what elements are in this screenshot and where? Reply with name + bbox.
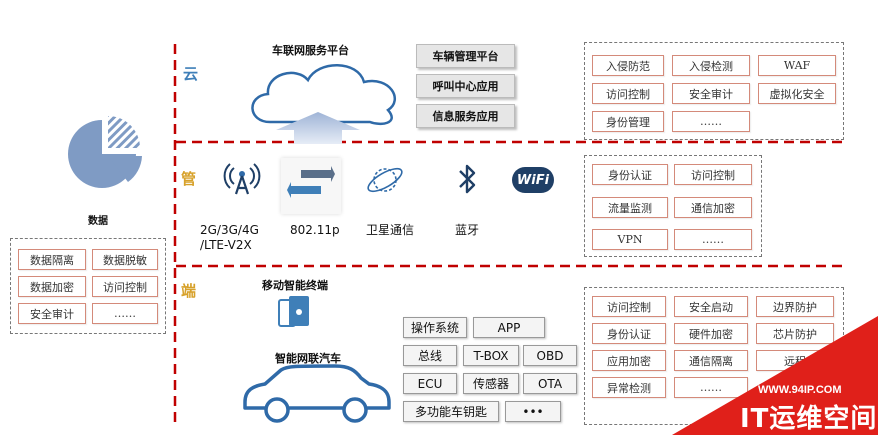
cloud-icon bbox=[251, 64, 396, 126]
end-sec-more: …… bbox=[674, 377, 748, 398]
car-comp-app: APP bbox=[473, 317, 545, 338]
uplink-arrow bbox=[276, 112, 360, 144]
pipe-sec-traffic-monitor: 流量监测 bbox=[592, 197, 668, 218]
bluetooth-icon bbox=[459, 164, 476, 194]
end-sec-anomaly-detection: 异常检测 bbox=[592, 377, 666, 398]
cloud-sec-intrusion-detection: 入侵检测 bbox=[672, 55, 750, 76]
end-sec-secure-boot: 安全启动 bbox=[674, 296, 748, 317]
pipe-sec-authentication: 身份认证 bbox=[592, 164, 668, 185]
pipe-security-panel bbox=[584, 155, 762, 257]
watermark-brand: IT运维空间 bbox=[740, 404, 878, 434]
tier-label-pipe: 管 bbox=[181, 170, 197, 188]
tier-label-end: 端 bbox=[181, 282, 197, 300]
data-isolation: 数据隔离 bbox=[18, 249, 86, 270]
cellular-antenna-icon bbox=[223, 163, 261, 195]
data-encryption: 数据加密 bbox=[18, 276, 86, 297]
data-section-title: 数据 bbox=[88, 216, 108, 227]
net-label-bluetooth: 蓝牙 bbox=[455, 223, 480, 237]
net-label-satellite: 卫星通信 bbox=[366, 223, 415, 237]
car-comp-more: ••• bbox=[505, 401, 561, 422]
data-security-panel bbox=[10, 238, 166, 334]
cloud-app-info-service: 信息服务应用 bbox=[416, 104, 515, 128]
car-comp-bus: 总线 bbox=[403, 345, 457, 366]
end-sec-access-control: 访问控制 bbox=[592, 296, 666, 317]
cloud-sec-virtualization: 虚拟化安全 bbox=[758, 83, 836, 104]
net-label-80211p: 802.11p bbox=[290, 223, 340, 237]
wifi-icon-label: WiFi bbox=[516, 172, 550, 188]
cloud-app-vehicle-mgmt: 车辆管理平台 bbox=[416, 44, 515, 68]
data-security-audit: 安全审计 bbox=[18, 303, 86, 324]
net-label-cellular: 2G/3G/4G /LTE-V2X bbox=[200, 223, 259, 252]
car-comp-os: 操作系统 bbox=[403, 317, 467, 338]
data-masking: 数据脱敏 bbox=[92, 249, 158, 270]
end-sec-authentication: 身份认证 bbox=[592, 323, 666, 344]
pipe-sec-more: …… bbox=[674, 229, 752, 250]
pipe-sec-comm-encryption: 通信加密 bbox=[674, 197, 752, 218]
cloud-security-panel bbox=[584, 42, 844, 140]
cloud-sec-more: …… bbox=[672, 111, 750, 132]
data-access-control: 访问控制 bbox=[92, 276, 158, 297]
exchange-arrows-icon bbox=[287, 166, 335, 198]
end-sec-hw-encryption: 硬件加密 bbox=[674, 323, 748, 344]
mobile-terminal-title: 移动智能终端 bbox=[262, 279, 328, 292]
end-sec-app-encryption: 应用加密 bbox=[592, 350, 666, 371]
satellite-planet-icon bbox=[367, 167, 403, 193]
end-sec-comm-isolation: 通信隔离 bbox=[674, 350, 748, 371]
cloud-sec-intrusion-prevention: 入侵防范 bbox=[592, 55, 664, 76]
car-comp-sensor: 传感器 bbox=[463, 373, 519, 394]
wifi-icon: WiFi bbox=[512, 167, 554, 193]
car-icon bbox=[243, 364, 391, 423]
end-sec-boundary: 边界防护 bbox=[756, 296, 834, 317]
car-comp-ecu: ECU bbox=[403, 373, 457, 394]
car-comp-tbox: T-BOX bbox=[463, 345, 519, 366]
end-sec-chip: 芯片防护 bbox=[756, 323, 834, 344]
data-more: …… bbox=[92, 303, 158, 324]
cloud-sec-identity-mgmt: 身份管理 bbox=[592, 111, 664, 132]
cloud-sec-waf: WAF bbox=[758, 55, 836, 76]
cloud-sec-security-audit: 安全审计 bbox=[672, 83, 750, 104]
car-comp-ota: OTA bbox=[523, 373, 577, 394]
pipe-sec-vpn: VPN bbox=[592, 229, 668, 250]
pie-chart-icon bbox=[68, 116, 142, 188]
cloud-app-call-center: 呼叫中心应用 bbox=[416, 74, 515, 98]
car-comp-smart-key: 多功能车钥匙 bbox=[403, 401, 499, 422]
mobile-phone-icon bbox=[278, 296, 309, 327]
tier-label-cloud: 云 bbox=[183, 65, 199, 83]
cloud-sec-access-control: 访问控制 bbox=[592, 83, 664, 104]
pipe-sec-access-control: 访问控制 bbox=[674, 164, 752, 185]
car-comp-obd: OBD bbox=[523, 345, 577, 366]
cloud-platform-title: 车联网服务平台 bbox=[272, 44, 349, 57]
smart-car-title: 智能网联汽车 bbox=[275, 352, 341, 365]
watermark-url: WWW.94IP.COM bbox=[758, 384, 842, 396]
